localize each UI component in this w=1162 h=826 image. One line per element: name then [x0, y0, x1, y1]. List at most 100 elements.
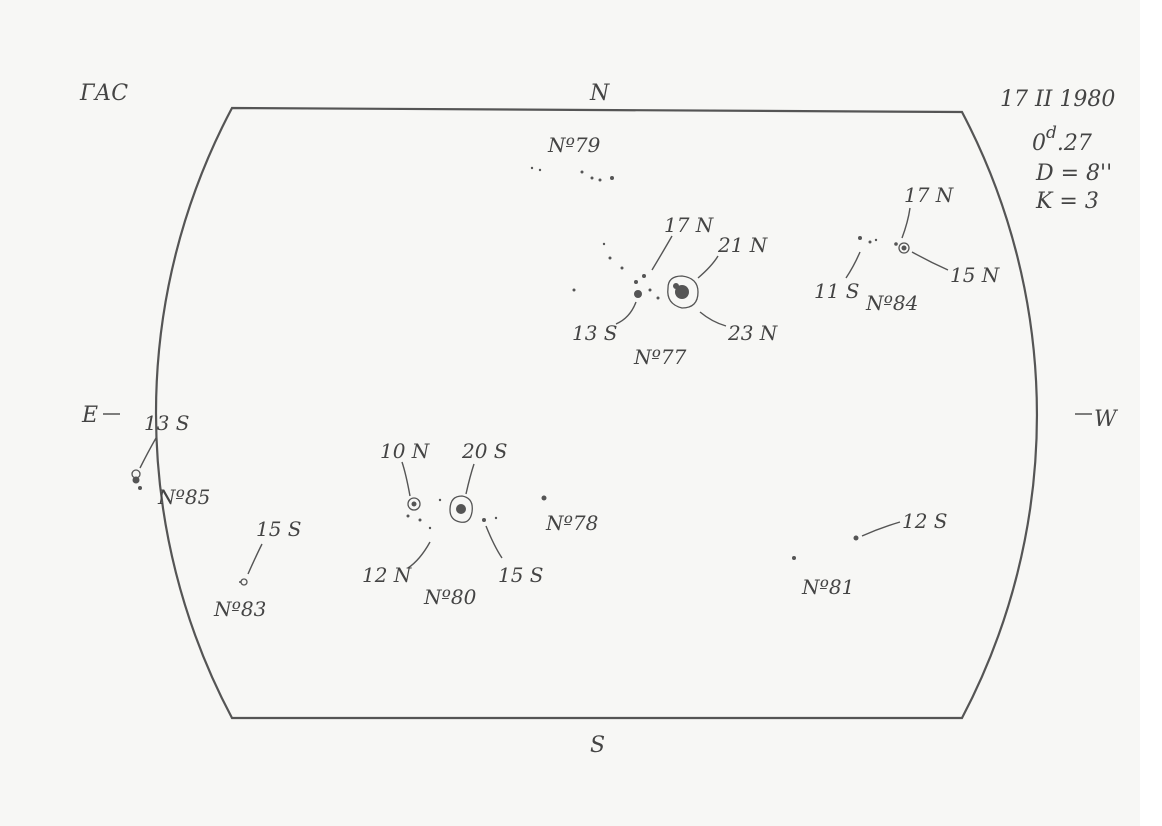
sunspot: [482, 518, 486, 522]
leader-17n: [651, 235, 673, 271]
south-label: S: [590, 733, 605, 758]
sunspot: [634, 290, 642, 298]
sunspot: [792, 556, 796, 560]
sunspot: [438, 498, 442, 502]
east-label: E: [81, 403, 98, 428]
leader-15s: [247, 543, 263, 575]
group-no83: 15 S Nº83: [213, 517, 302, 621]
sunspot: [608, 256, 612, 260]
sunspot: [418, 518, 422, 522]
sunspot: [138, 486, 142, 490]
diameter-label: D = 8'': [1035, 161, 1112, 186]
group-label: Nº83: [213, 597, 266, 621]
sunspot: [673, 283, 679, 289]
sunspot: [874, 238, 878, 242]
time-sup: d: [1046, 123, 1057, 143]
sunspot: [656, 296, 660, 300]
group-label: Nº79: [547, 133, 601, 157]
north-label: N: [589, 81, 610, 106]
sunspot: [901, 245, 907, 251]
group-no77: 17 N 21 N 13 S 23 N Nº77: [572, 213, 779, 369]
sunspot: [590, 176, 594, 180]
latitude-label: 11 S: [814, 279, 860, 303]
latitude-label: 20 S: [461, 439, 508, 463]
sunspot: [610, 176, 614, 180]
leader-15n: [911, 251, 949, 271]
sunspot: [411, 501, 417, 507]
latitude-label: 23 N: [727, 321, 779, 345]
group-no78: Nº78: [541, 495, 598, 535]
penumbra: [898, 242, 910, 254]
sunspot: [602, 242, 606, 246]
sunspot: [642, 274, 646, 278]
group-label: Nº78: [545, 511, 598, 535]
sunspot: [538, 168, 542, 172]
latitude-label: 21 N: [717, 233, 769, 257]
observatory-label: ГАС: [79, 81, 128, 106]
group-no85: 13 S Nº85: [131, 411, 210, 509]
sunspot: [572, 288, 576, 292]
sunspot-umbra: [456, 504, 466, 514]
penumbra: [131, 469, 141, 479]
sunspot: [406, 514, 410, 518]
leader-21n: [697, 255, 719, 279]
sunspot: [494, 516, 498, 520]
k-label: K = 3: [1035, 189, 1099, 214]
sunspot: [580, 170, 584, 174]
time-label: 0d.27: [1032, 123, 1092, 156]
sunspot: [541, 495, 547, 501]
group-label: Nº85: [157, 485, 210, 509]
latitude-label: 12 S: [902, 509, 948, 533]
penumbra: [449, 495, 473, 523]
group-no80: 10 N 20 S 12 N 15 S Nº80: [362, 439, 544, 609]
time-frac: .27: [1057, 131, 1092, 156]
disk-frame: [154, 106, 1039, 720]
sunspot: [598, 178, 602, 182]
sunspot: [858, 236, 862, 240]
latitude-label: 15 S: [498, 563, 544, 587]
group-label: Nº81: [801, 575, 854, 599]
group-no84: 17 N 11 S 15 N Nº84: [814, 183, 1001, 315]
latitude-label: 12 N: [362, 563, 413, 587]
leader-23n: [699, 311, 727, 327]
scan-edge: [1140, 0, 1162, 826]
group-label: Nº80: [423, 585, 477, 609]
leader-12n: [407, 541, 431, 569]
latitude-label: 13 S: [572, 321, 618, 345]
penumbra: [667, 275, 699, 309]
west-label: W: [1094, 407, 1119, 432]
penumbra: [407, 497, 421, 511]
sunspot: [428, 526, 432, 530]
sunspot: [634, 280, 638, 284]
latitude-label: 13 S: [144, 411, 190, 435]
sunspot-umbra: [675, 285, 689, 299]
sunspot: [620, 266, 624, 270]
latitude-label: 17 N: [904, 183, 955, 207]
date-label: 17 II 1980: [1000, 87, 1115, 112]
leader-17n: [901, 207, 911, 239]
group-label: Nº77: [633, 345, 687, 369]
leader-13s: [615, 301, 637, 325]
group-no81: 12 S Nº81: [792, 509, 948, 599]
leader-15s: [485, 525, 503, 559]
latitude-label: 17 N: [664, 213, 715, 237]
sunspot: [853, 535, 859, 541]
latitude-label: 10 N: [380, 439, 431, 463]
sunspot: [530, 166, 534, 170]
leader-13s: [139, 437, 157, 469]
leader-11s: [845, 251, 861, 279]
latitude-label: 15 S: [256, 517, 302, 541]
latitude-label: 15 N: [950, 263, 1001, 287]
sunspot: [648, 288, 652, 292]
sunspot: [239, 581, 241, 583]
leader-10n: [401, 461, 411, 497]
group-no79: Nº79: [530, 133, 614, 182]
leader-12s: [861, 521, 901, 537]
group-label: Nº84: [865, 291, 918, 315]
time-main: 0: [1032, 131, 1046, 156]
penumbra: [240, 578, 248, 586]
sunspot: [894, 242, 898, 246]
sunspot: [868, 240, 872, 244]
